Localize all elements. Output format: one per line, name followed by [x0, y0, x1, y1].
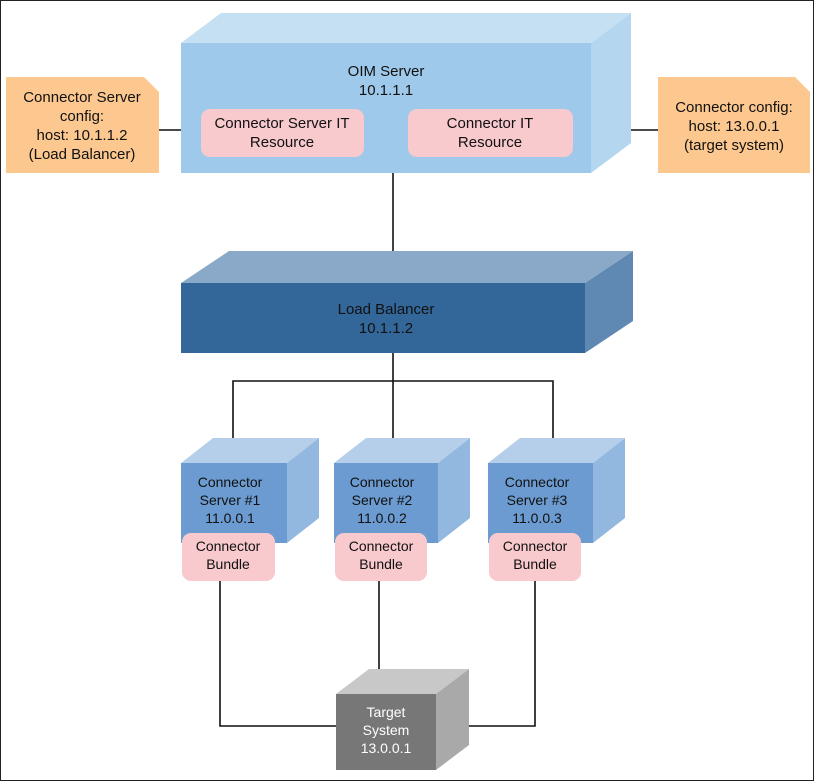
connector-config-note: Connector config: host: 13.0.0.1 (target…	[658, 77, 810, 173]
connector-it-resource: Connector IT Resource	[408, 109, 573, 157]
connector-server-1: Connector Server #1 11.0.0.1 Connector B…	[181, 438, 319, 581]
connector-server-1-ip: 11.0.0.1	[205, 510, 255, 526]
load-balancer-ip: 10.1.1.2	[359, 320, 413, 337]
load-balancer-side-face	[585, 251, 633, 353]
oim-server-side-face	[591, 13, 631, 173]
connector-server-config-note: Connector Server config: host: 10.1.1.2 …	[6, 77, 159, 173]
target-system-box: Target System 13.0.0.1	[336, 669, 469, 770]
connector-server-2-line2: Server #2	[352, 492, 413, 508]
connector-it-resource-line2: Resource	[458, 134, 522, 151]
left-note-line2: config:	[60, 108, 104, 125]
right-note-line3: (target system)	[684, 137, 784, 154]
load-balancer-title: Load Balancer	[338, 301, 435, 318]
connection-lines	[159, 123, 658, 727]
load-balancer-front-face	[181, 283, 585, 353]
connector-server-1-line2: Server #1	[200, 492, 261, 508]
target-system-line2: System	[363, 722, 410, 738]
connector-bundle-3-line1: Connector	[503, 538, 568, 554]
load-balancer-box: Load Balancer 10.1.1.2	[181, 251, 633, 353]
connector-server-it-resource-line1: Connector Server IT	[214, 115, 349, 132]
left-note-line4: (Load Balancer)	[29, 146, 136, 163]
oim-server-top-face	[181, 13, 631, 43]
left-note-line3: host: 10.1.1.2	[37, 127, 128, 144]
connector-server-2-ip: 11.0.0.2	[357, 510, 407, 526]
connector-bundle-3-line2: Bundle	[513, 556, 557, 572]
connector-server-3: Connector Server #3 11.0.0.3 Connector B…	[488, 438, 625, 581]
connector-bundle-1-line2: Bundle	[206, 556, 250, 572]
connector-server-3-line2: Server #3	[507, 492, 568, 508]
bundle-1-to-target-line	[219, 581, 336, 727]
connector-server-it-resource: Connector Server IT Resource	[201, 109, 364, 157]
right-note-line2: host: 13.0.0.1	[689, 118, 780, 135]
connector-server-2: Connector Server #2 11.0.0.2 Connector B…	[334, 438, 470, 581]
target-system-line1: Target	[367, 704, 406, 720]
right-note-line1: Connector config:	[675, 99, 793, 116]
connector-bundle-1-line1: Connector	[196, 538, 261, 554]
target-system-ip: 13.0.0.1	[361, 740, 412, 756]
connector-it-resource-line1: Connector IT	[447, 115, 534, 132]
left-note-line1: Connector Server	[23, 89, 141, 106]
connector-bundle-2-line1: Connector	[349, 538, 414, 554]
load-balancer-top-face	[181, 251, 633, 283]
connector-bundle-2-line2: Bundle	[359, 556, 403, 572]
connector-server-3-ip: 11.0.0.3	[512, 510, 562, 526]
connector-server-1-line1: Connector	[198, 474, 263, 490]
connector-server-3-line1: Connector	[505, 474, 570, 490]
oim-server-title: OIM Server	[348, 63, 425, 80]
connector-server-2-line1: Connector	[350, 474, 415, 490]
oim-server-ip: 10.1.1.1	[359, 82, 413, 99]
connector-server-it-resource-line2: Resource	[250, 134, 314, 151]
